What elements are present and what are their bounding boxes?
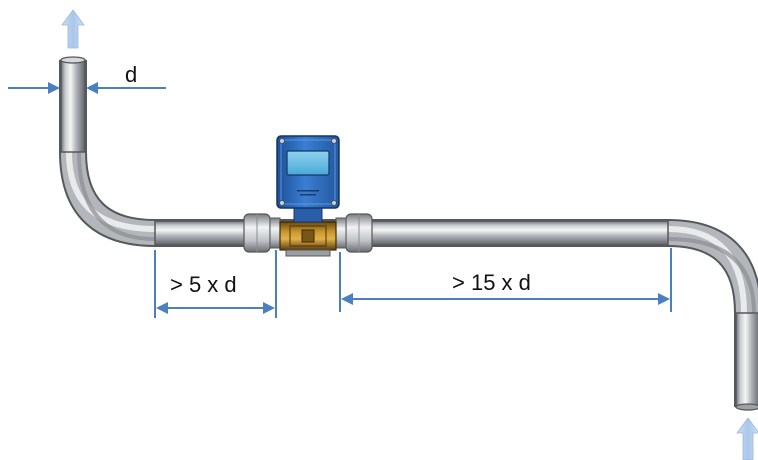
diameter-label: d: [125, 62, 137, 87]
flow-arrow-up-icon: [61, 9, 85, 49]
downstream-dimension: [339, 248, 672, 312]
pipe-assembly: [59, 56, 758, 411]
flow-meter-transmitter: [276, 135, 340, 209]
display-window: [286, 150, 330, 176]
upstream-dimension: [154, 250, 277, 318]
flow-arrow-up-icon: [736, 417, 758, 460]
meter-fittings: [243, 203, 373, 257]
downstream-length-label: > 15 x d: [452, 270, 531, 295]
upstream-length-label: > 5 x d: [170, 272, 237, 297]
diameter-dimension: [8, 82, 166, 94]
